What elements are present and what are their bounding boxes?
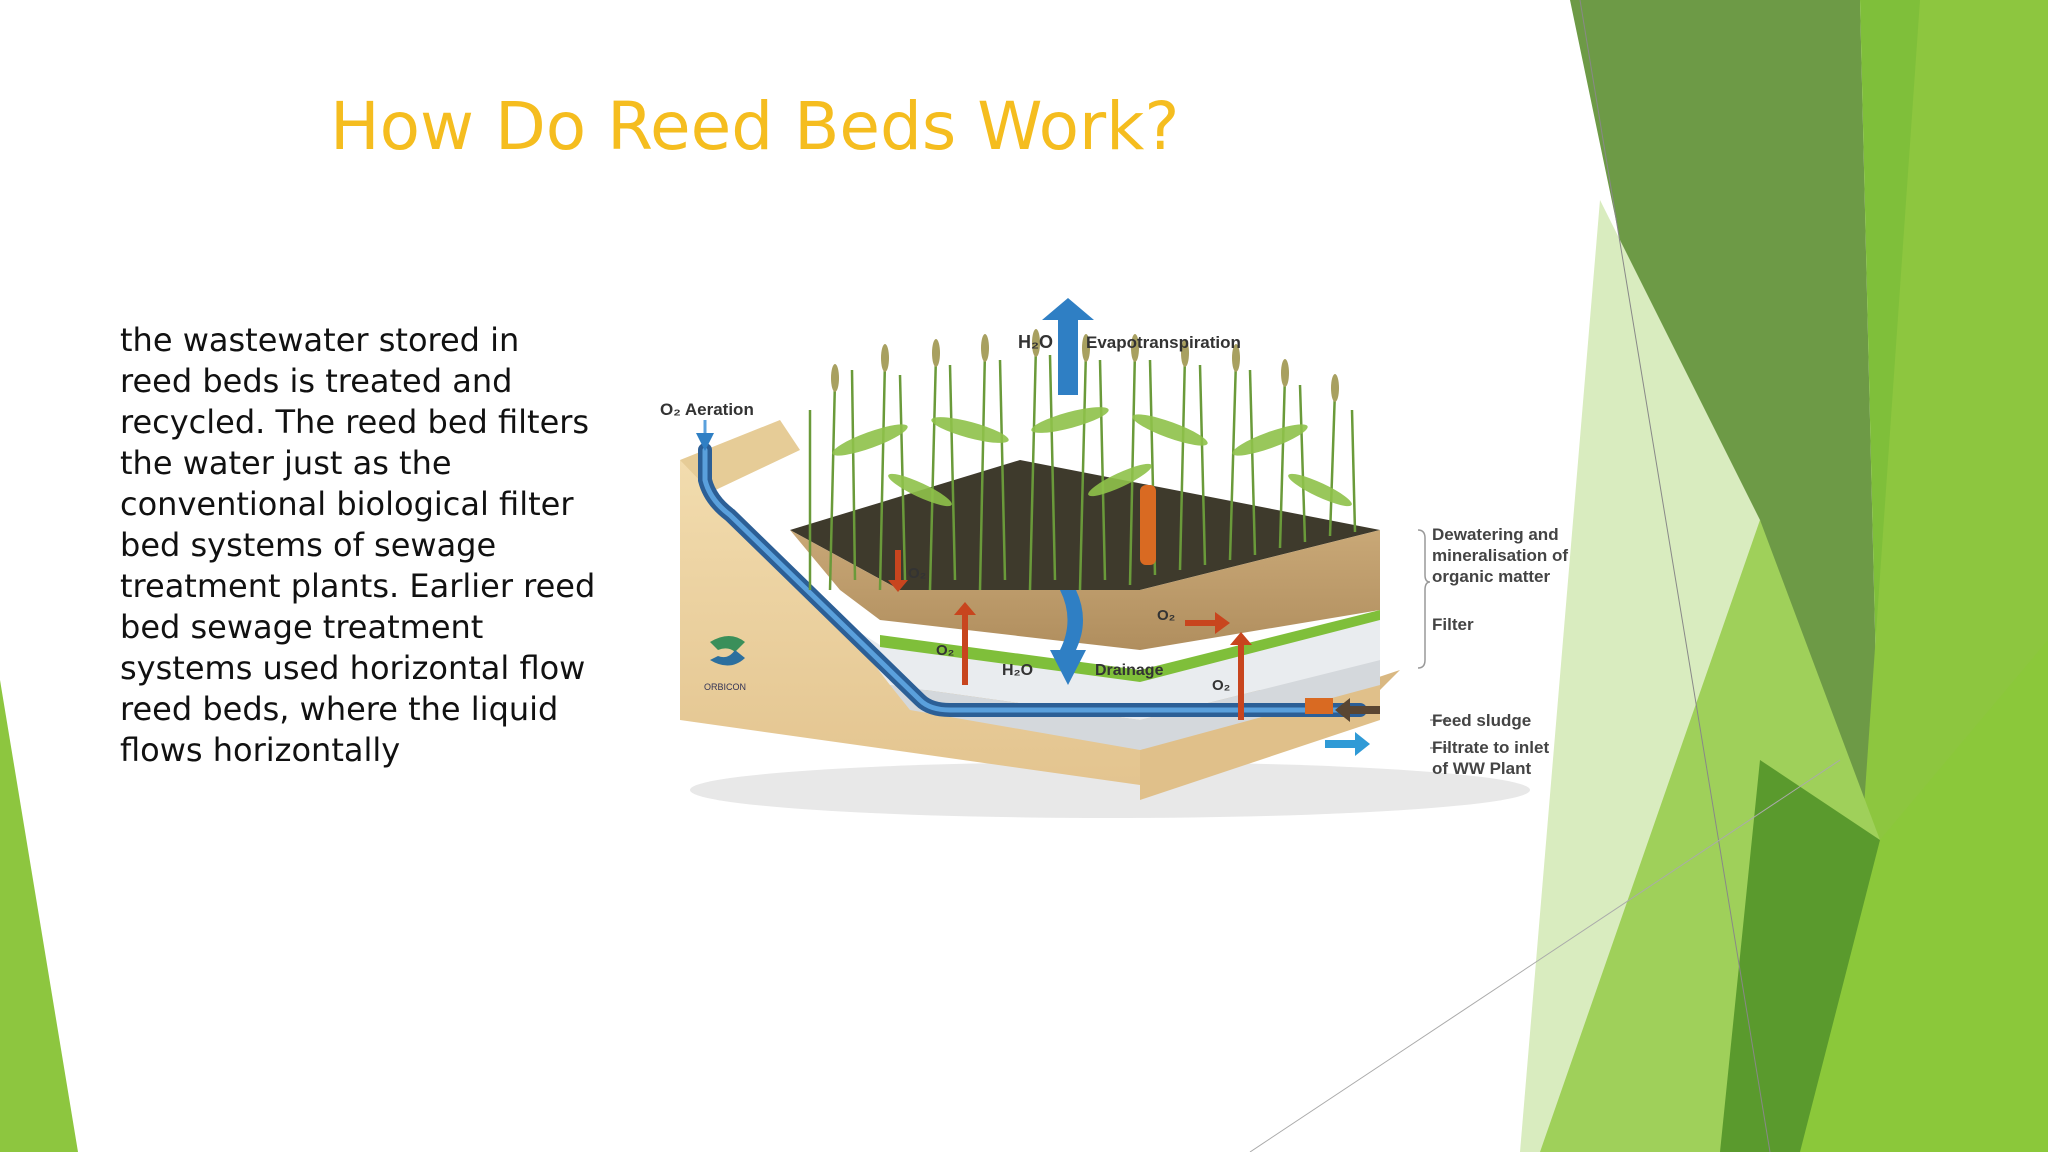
thin-line-1: [1579, 0, 1771, 1152]
drain-h2o-label: H₂O: [1002, 662, 1033, 679]
legend-dewatering-1: Dewatering and: [1432, 525, 1559, 544]
soil-layer: [790, 530, 1380, 650]
evapotranspiration-arrow: [1042, 298, 1094, 395]
o2-bottom-right-label: O₂: [1212, 677, 1230, 694]
reed-bed-diagram: H₂O Evapotranspiration O₂ Aeration O₂ O₂…: [660, 298, 1568, 818]
o2-up-arrow-right: [1230, 632, 1252, 720]
feed-sludge-arrow: [1335, 698, 1380, 722]
filtrate-arrow: [1325, 732, 1370, 756]
o2-left-up-label: O₂: [936, 642, 954, 659]
reed-heads: [831, 329, 1339, 402]
o2-right-arrow: [1185, 612, 1230, 634]
thin-line-2: [1249, 759, 1841, 1152]
drainage-arrow: [1050, 590, 1086, 685]
logo-text: ORBICON: [704, 682, 746, 692]
drain-gravel: [890, 660, 1380, 750]
slide-body-text: the wastewater stored in reed beds is tr…: [120, 321, 596, 769]
right-bright-band: [1800, 640, 2048, 1152]
legend-filtrate-2: of WW Plant: [1432, 759, 1531, 778]
evap-h2o-label: H₂O: [1018, 332, 1053, 352]
slide-title: How Do Reed Beds Work?: [330, 88, 1180, 165]
feed-sludge-pipe: [1305, 698, 1333, 714]
legend-feed-sludge: Feed sludge: [1432, 711, 1531, 730]
legend-brackets: [1417, 529, 1448, 749]
o2-down-label: O₂: [908, 565, 926, 582]
aeration-pipe-highlight: [702, 447, 1363, 713]
legend-dewatering-3: organic matter: [1432, 567, 1550, 586]
orbicon-logo: ORBICON: [704, 636, 746, 692]
legend-dewatering-2: mineralisation of: [1432, 546, 1568, 565]
filter-layer: [840, 620, 1380, 720]
legend-filter: Filter: [1432, 615, 1474, 634]
left-green-wedge: [0, 680, 78, 1152]
reed-plants: [808, 344, 1357, 591]
bed-front-face: [680, 460, 1360, 785]
diagram-shadow: [690, 762, 1530, 818]
reed-leaves: [832, 407, 1352, 507]
evapotranspiration-label: Evapotranspiration: [1086, 333, 1241, 352]
o2-right-label: O₂: [1157, 607, 1175, 624]
reed-root: [1140, 485, 1156, 565]
o2-down-arrow: [888, 550, 908, 592]
right-dark-band: [1570, 0, 1880, 840]
drainage-label: Drainage: [1095, 662, 1164, 679]
aeration-label: O₂ Aeration: [660, 400, 754, 419]
o2-up-arrow-left: [954, 602, 976, 685]
legend-filtrate-1: Filtrate to inlet: [1432, 738, 1549, 757]
